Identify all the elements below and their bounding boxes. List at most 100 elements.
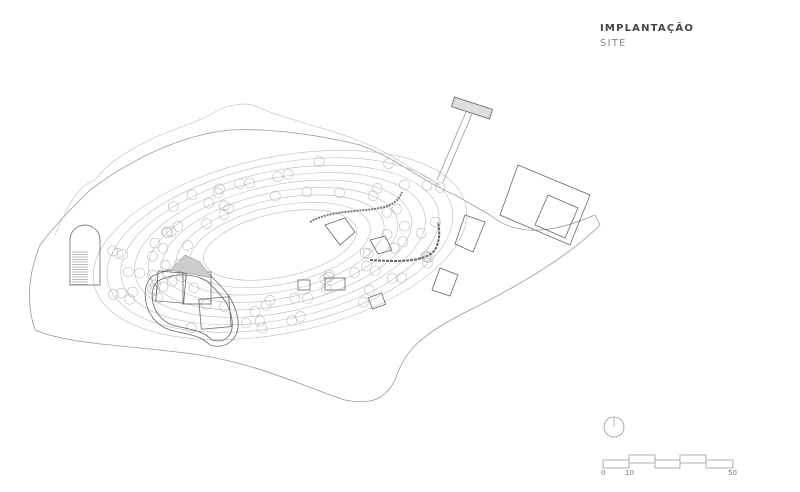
tree — [168, 201, 179, 212]
tree — [434, 182, 446, 193]
tree — [212, 187, 224, 199]
tree — [152, 292, 164, 304]
tree — [182, 240, 193, 251]
tree — [185, 322, 197, 334]
tree — [218, 209, 230, 220]
tree — [272, 171, 283, 182]
tree — [157, 281, 169, 293]
pool-pavilion — [144, 254, 239, 347]
tree — [260, 300, 272, 311]
small-pavilions — [297, 217, 393, 310]
tree — [124, 293, 135, 305]
tree — [301, 186, 313, 198]
tree — [422, 257, 433, 269]
tree — [364, 284, 375, 296]
tree — [381, 207, 393, 218]
tree — [399, 220, 410, 232]
tree — [269, 190, 281, 202]
tree — [254, 315, 266, 327]
tree — [117, 249, 128, 260]
tree — [123, 266, 134, 278]
tree — [430, 216, 441, 228]
tree — [313, 156, 325, 167]
pier — [436, 96, 494, 183]
contour-line — [106, 157, 454, 333]
tree — [188, 282, 200, 294]
scale-label-0: 0 — [601, 469, 606, 477]
tree — [391, 203, 403, 215]
tree — [162, 227, 173, 239]
tree — [218, 200, 230, 211]
tree — [147, 269, 158, 281]
tree — [362, 248, 374, 259]
tree — [223, 203, 235, 215]
tree — [203, 197, 215, 209]
scale-bar — [602, 454, 734, 469]
tree — [159, 259, 171, 271]
tree — [361, 260, 372, 272]
tree — [214, 183, 225, 195]
tree — [295, 311, 306, 322]
tree — [421, 250, 432, 262]
tree — [147, 250, 158, 262]
drawing-subtitle: SITE — [600, 38, 627, 49]
tree — [388, 242, 400, 254]
contour-line — [203, 209, 357, 281]
tree — [157, 243, 169, 254]
site-boundary — [29, 103, 601, 403]
contour-line — [92, 149, 468, 341]
spiral-stair — [69, 224, 101, 286]
tree — [286, 315, 298, 326]
main-buildings — [431, 164, 591, 297]
tree — [127, 286, 138, 298]
tree — [383, 158, 394, 169]
tree — [358, 296, 369, 308]
contour-line — [120, 164, 440, 326]
scale-label-10: 10 — [625, 469, 634, 477]
tree — [302, 293, 313, 304]
tree — [321, 283, 333, 295]
drawing-title: IMPLANTAÇÃO — [600, 23, 695, 34]
tree — [323, 271, 334, 283]
tree — [166, 276, 178, 287]
tree — [107, 245, 118, 257]
tree — [386, 273, 398, 284]
north-arrow — [603, 416, 625, 438]
tree — [399, 179, 410, 191]
contour-line — [161, 187, 399, 303]
tree — [134, 267, 146, 279]
tree — [244, 177, 256, 189]
contour-line — [148, 179, 412, 311]
contour-line — [134, 172, 426, 318]
tree — [323, 269, 335, 281]
tree — [112, 248, 123, 259]
tree — [421, 180, 433, 191]
contour-lines — [92, 149, 468, 341]
tree — [108, 289, 119, 300]
tree — [161, 226, 172, 238]
paths — [309, 191, 441, 262]
trees — [107, 156, 446, 334]
tree — [396, 272, 407, 284]
tree — [150, 279, 161, 291]
tree — [397, 236, 409, 247]
scale-label-50: 50 — [728, 469, 737, 477]
tree — [115, 287, 127, 299]
tree — [186, 189, 198, 201]
tree — [234, 178, 245, 189]
tree — [415, 227, 427, 239]
tree — [349, 267, 361, 278]
tree — [240, 317, 252, 329]
tree — [201, 218, 212, 229]
tree — [334, 187, 345, 198]
tree — [256, 322, 268, 334]
tree — [172, 221, 184, 232]
tree — [371, 183, 383, 194]
tree — [381, 229, 393, 240]
tree — [249, 305, 261, 317]
tree — [289, 292, 301, 304]
tree — [282, 169, 294, 180]
tree — [161, 268, 173, 280]
tree — [149, 237, 161, 249]
